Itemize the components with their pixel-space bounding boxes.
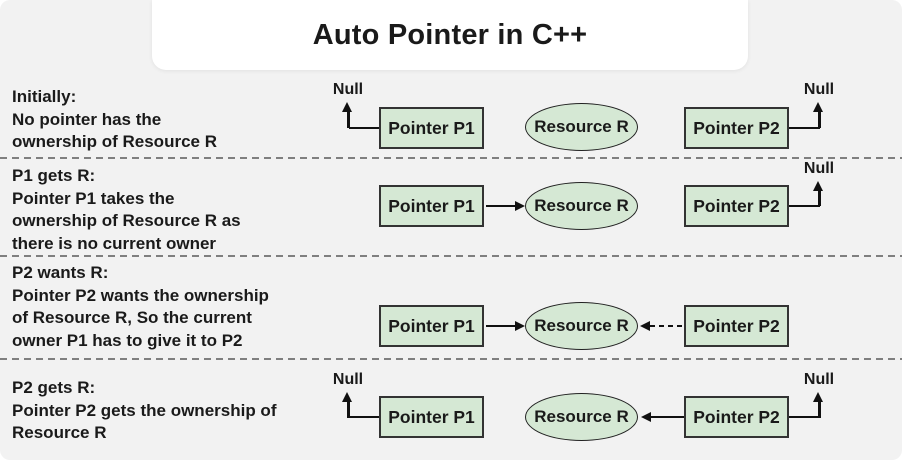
solid-arrow-p1-to-r xyxy=(486,204,517,208)
elbow-arrow-line xyxy=(789,204,820,208)
separator-line xyxy=(0,157,902,159)
pointer-p2-box: Pointer P2 xyxy=(684,107,789,149)
dashed-arrow-p2-to-r xyxy=(650,324,684,328)
arrow-right-head-icon xyxy=(515,200,525,211)
row-heading: P1 gets R: xyxy=(12,166,96,185)
row-body: Pointer P2 gets the ownership of Resourc… xyxy=(12,400,277,443)
row-heading: Initially: xyxy=(12,87,77,106)
resource-r-ellipse: Resource R xyxy=(525,182,638,230)
pointer-p1-box: Pointer P1 xyxy=(379,107,484,149)
elbow-arrow-line xyxy=(349,126,379,129)
arrow-up-head-icon xyxy=(342,102,352,112)
pointer-p1-box: Pointer P1 xyxy=(379,396,484,438)
null-label: Null xyxy=(803,371,835,388)
separator-line xyxy=(0,358,902,360)
diagram-title: Auto Pointer in C++ xyxy=(312,18,588,51)
arrow-up-head-icon xyxy=(813,102,823,112)
elbow-arrow-line xyxy=(789,126,820,129)
row-description: P2 gets R: Pointer P2 gets the ownership… xyxy=(12,377,276,445)
pointer-p2-box: Pointer P2 xyxy=(684,305,789,347)
arrow-right-head-icon xyxy=(515,320,525,331)
elbow-arrow-line xyxy=(789,415,820,419)
arrow-up-head-icon xyxy=(342,392,352,402)
pointer-p2-box: Pointer P2 xyxy=(684,185,789,227)
arrow-up-head-icon xyxy=(813,181,823,191)
resource-r-ellipse: Resource R xyxy=(525,302,638,350)
row-description: Initially: No pointer has the ownership … xyxy=(12,86,217,154)
null-label: Null xyxy=(803,160,835,177)
elbow-arrow-line xyxy=(818,401,821,418)
row-body: Pointer P1 takes the ownership of Resour… xyxy=(12,188,241,253)
row-body: Pointer P2 wants the ownership of Resour… xyxy=(12,285,269,350)
null-label: Null xyxy=(803,81,835,98)
row-heading: P2 gets R: xyxy=(12,378,96,397)
arrow-up-head-icon xyxy=(813,392,823,402)
title-panel: Auto Pointer in C++ xyxy=(152,0,748,70)
elbow-arrow-line xyxy=(347,401,350,418)
pointer-p1-box: Pointer P1 xyxy=(379,305,484,347)
elbow-arrow-line xyxy=(347,111,350,128)
resource-r-ellipse: Resource R xyxy=(525,393,638,441)
row-heading: P2 wants R: xyxy=(12,263,109,282)
null-label: Null xyxy=(332,371,364,388)
separator-line xyxy=(0,255,902,257)
pointer-p2-box: Pointer P2 xyxy=(684,396,789,438)
row-description: P2 wants R: Pointer P2 wants the ownersh… xyxy=(12,262,269,352)
elbow-arrow-line xyxy=(818,190,821,206)
elbow-arrow-line xyxy=(818,111,821,128)
resource-r-ellipse: Resource R xyxy=(525,103,638,151)
elbow-arrow-line xyxy=(349,415,379,419)
solid-arrow-p1-to-r xyxy=(486,324,517,328)
pointer-p1-box: Pointer P1 xyxy=(379,185,484,227)
row-description: P1 gets R: Pointer P1 takes the ownershi… xyxy=(12,165,241,255)
arrow-left-head-icon xyxy=(640,320,650,331)
solid-arrow-p2-to-r xyxy=(651,415,684,419)
null-label: Null xyxy=(332,81,364,98)
row-body: No pointer has the ownership of Resource… xyxy=(12,109,217,152)
arrow-left-head-icon xyxy=(641,411,651,422)
